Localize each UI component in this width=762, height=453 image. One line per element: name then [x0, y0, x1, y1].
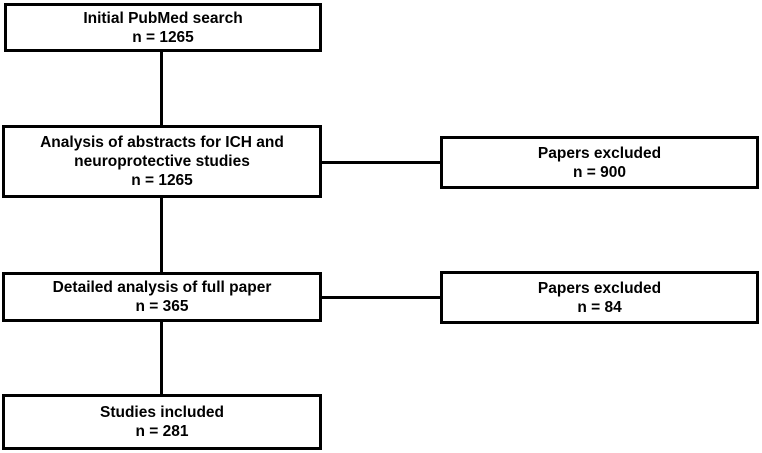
- node-abstract-analysis: Analysis of abstracts for ICH and neurop…: [2, 125, 322, 198]
- node-label: Papers excluded: [537, 144, 662, 162]
- node-label: Studies included: [99, 404, 224, 421]
- node-count: n = 1265: [131, 172, 193, 189]
- node-papers-excluded-abstracts: Papers excluded n = 900: [440, 136, 759, 189]
- node-label: Papers excluded: [537, 279, 662, 297]
- connector-fullpaper-to-included: [160, 322, 163, 394]
- node-label: Detailed analysis of full paper: [52, 279, 272, 296]
- node-initial-search: Initial PubMed search n = 1265: [4, 3, 322, 52]
- node-count: n = 900: [573, 163, 626, 181]
- node-papers-excluded-full: Papers excluded n = 84: [440, 271, 759, 324]
- node-count: n = 281: [135, 423, 189, 440]
- node-full-paper-analysis: Detailed analysis of full paper n = 365: [2, 272, 322, 322]
- node-studies-included: Studies included n = 281: [2, 394, 322, 450]
- connector-abstract-to-excluded-900: [322, 161, 440, 164]
- node-label: Analysis of abstracts for ICH and: [40, 134, 284, 151]
- node-count: n = 365: [135, 298, 189, 315]
- node-count: n = 1265: [132, 28, 194, 46]
- node-label: neuroprotective studies: [74, 153, 250, 170]
- node-count: n = 84: [577, 298, 622, 316]
- connector-abstract-to-fullpaper: [160, 198, 163, 272]
- node-label: Initial PubMed search: [83, 9, 243, 27]
- connector-initial-to-abstract: [160, 52, 163, 125]
- connector-fullpaper-to-excluded-84: [322, 296, 440, 299]
